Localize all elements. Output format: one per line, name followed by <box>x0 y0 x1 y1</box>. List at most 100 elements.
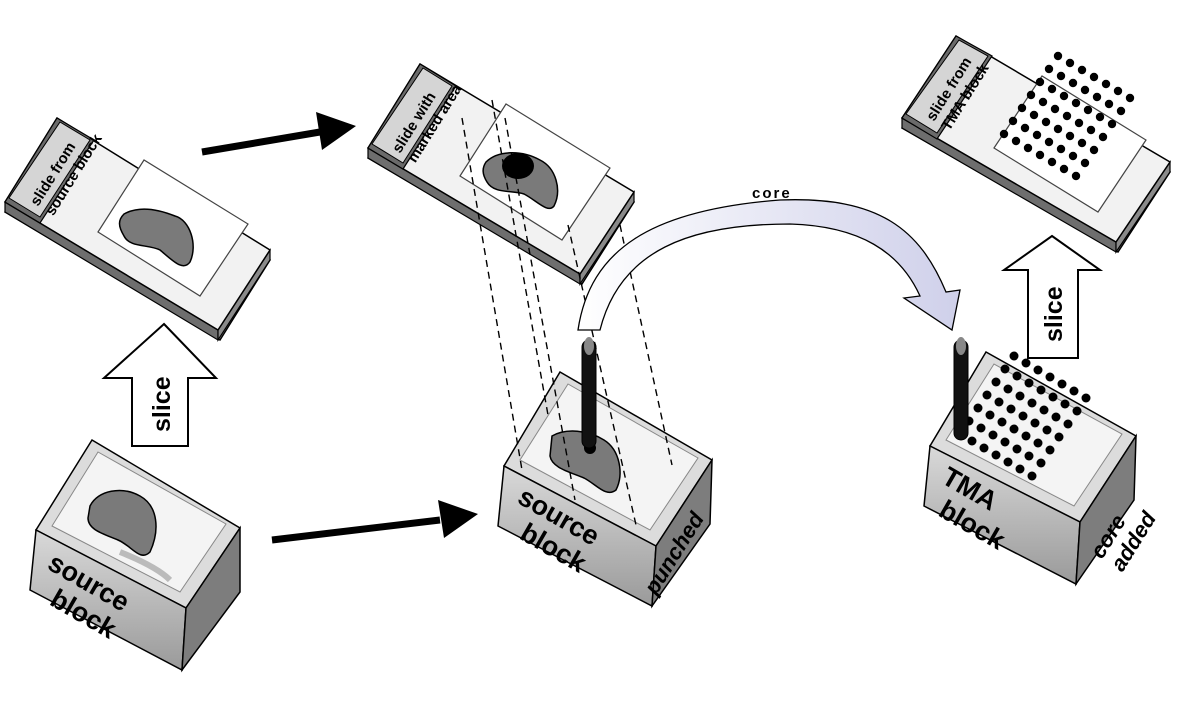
core-dot <box>1038 97 1048 107</box>
slide-from-source-block: slide from source block <box>3 116 272 343</box>
core-dot <box>1015 391 1025 401</box>
core-dot <box>1021 431 1031 441</box>
core-dot <box>1098 132 1108 142</box>
core-dot <box>988 430 998 440</box>
core-dot <box>1053 124 1063 134</box>
core-dot <box>1012 371 1022 381</box>
core-dot <box>1059 91 1069 101</box>
core-dot <box>1056 144 1066 154</box>
core-dot <box>1065 131 1075 141</box>
core-dot <box>1080 158 1090 168</box>
core-dot <box>1021 358 1031 368</box>
core-dot <box>1027 471 1037 481</box>
core-dot <box>1125 93 1135 103</box>
core-dot <box>1107 119 1117 129</box>
core-dot <box>1009 351 1019 361</box>
core-dot <box>1023 143 1033 153</box>
core-dot <box>999 129 1009 139</box>
core-dot <box>1054 432 1064 442</box>
core-dot <box>976 423 986 433</box>
core-dot <box>1056 71 1066 81</box>
core-dot <box>1063 419 1073 429</box>
core-dot <box>1086 125 1096 135</box>
core-dot <box>979 443 989 453</box>
core-dot <box>1026 90 1036 100</box>
core-dot <box>1116 106 1126 116</box>
slice-right-label: slice <box>1040 286 1068 342</box>
tma-block-dot-array <box>955 351 1091 481</box>
core-dot <box>991 377 1001 387</box>
core-dot <box>1071 171 1081 181</box>
core-dot <box>1113 86 1123 96</box>
slide-with-marked-area: slide with marked area <box>366 62 636 287</box>
core-dot <box>973 403 983 413</box>
core-dot <box>1069 386 1079 396</box>
slice-left-label: slice <box>148 376 176 432</box>
core-dot <box>1081 393 1091 403</box>
punch-needle-icon <box>581 337 597 449</box>
core-dot <box>1035 150 1045 160</box>
core-dot <box>1006 404 1016 414</box>
core-dot <box>1104 99 1114 109</box>
core-dot <box>1048 392 1058 402</box>
core-dot <box>1047 84 1057 94</box>
core-dot <box>1071 98 1081 108</box>
core-dot <box>994 397 1004 407</box>
core-transfer-arrow: core <box>577 185 961 332</box>
tma-needle-icon <box>953 337 969 441</box>
core-dot <box>1092 92 1102 102</box>
core-dot <box>1020 123 1030 133</box>
core-dot <box>1077 138 1087 148</box>
core-dot <box>1017 103 1027 113</box>
core-dot <box>1030 418 1040 428</box>
slice-arrow-right: slice <box>1000 234 1104 359</box>
slide-from-tma-block: slide from TMA block <box>900 34 1172 254</box>
core-dot <box>1042 425 1052 435</box>
core-dot <box>1083 105 1093 115</box>
core-dot <box>1089 72 1099 82</box>
arrow-slide-to-marked <box>201 112 356 156</box>
core-dot <box>1036 458 1046 468</box>
core-dot <box>1024 451 1034 461</box>
core-dot <box>1000 437 1010 447</box>
core-dot <box>1072 406 1082 416</box>
core-dot <box>1039 405 1049 415</box>
core-dot <box>1060 399 1070 409</box>
core-dot <box>1080 85 1090 95</box>
core-dot <box>1027 398 1037 408</box>
svg-text:TMA block: TMA block <box>922 461 1026 556</box>
core-dot <box>1068 78 1078 88</box>
arrow-block-to-punched <box>271 500 478 544</box>
core-dot <box>1008 116 1018 126</box>
core-dot <box>1029 110 1039 120</box>
core-dot <box>1089 145 1099 155</box>
core-dot <box>1009 424 1019 434</box>
core-dot <box>1000 364 1010 374</box>
core-label: core <box>752 185 792 202</box>
core-dot <box>982 390 992 400</box>
core-dot <box>1050 104 1060 114</box>
core-dot <box>1047 157 1057 167</box>
core-dot <box>967 436 977 446</box>
core-dot <box>1033 365 1043 375</box>
slice-arrow-left: slice <box>101 322 219 447</box>
core-dot <box>997 417 1007 427</box>
core-dot <box>991 450 1001 460</box>
tma-slide-dot-array <box>999 51 1135 181</box>
core-dot <box>1068 151 1078 161</box>
core-dot <box>1032 130 1042 140</box>
core-dot <box>1059 164 1069 174</box>
core-dot <box>1062 111 1072 121</box>
core-dot <box>1036 385 1046 395</box>
core-dot <box>1077 65 1087 75</box>
core-dot <box>1003 457 1013 467</box>
core-dot <box>1041 117 1051 127</box>
core-dot <box>1053 51 1063 61</box>
core-dot <box>1015 464 1025 474</box>
core-dot <box>1011 136 1021 146</box>
core-dot <box>1101 79 1111 89</box>
source-block-punched: source block punched <box>497 337 714 609</box>
core-dot <box>1057 379 1067 389</box>
core-dot <box>1095 112 1105 122</box>
